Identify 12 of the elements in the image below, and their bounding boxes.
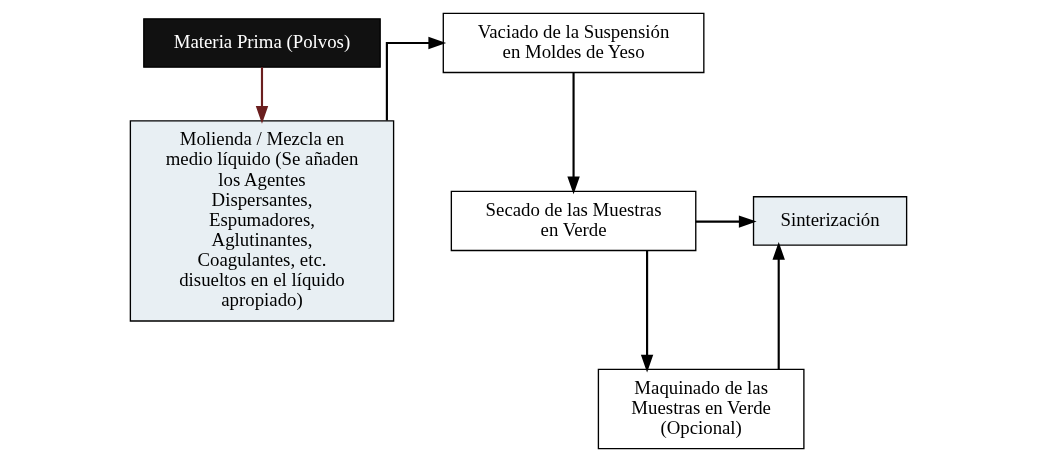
arrow bbox=[385, 36, 447, 121]
arrow bbox=[695, 215, 757, 228]
arrow bbox=[640, 250, 654, 373]
node-box: Secado de las Muestras en Verde bbox=[450, 190, 697, 252]
node-box: Molienda / Mezcla en medio líquido (Se añaden los Agentes Dispersantes, Espumadores, Aglutinantes, Coagulantes, etc. disueltos en el líquido apropiado) bbox=[129, 120, 395, 322]
node-box: Sinterización bbox=[752, 196, 908, 246]
arrow bbox=[567, 72, 580, 195]
node-box: Materia Prima (Polvos) bbox=[143, 18, 381, 68]
arrow bbox=[772, 242, 785, 370]
node-box: Maquinado de las Muestras en Verde (Opcional) bbox=[597, 368, 805, 450]
arrow bbox=[255, 67, 269, 124]
node-box: Vaciado de la Suspensión en Moldes de Yeso bbox=[442, 12, 705, 74]
